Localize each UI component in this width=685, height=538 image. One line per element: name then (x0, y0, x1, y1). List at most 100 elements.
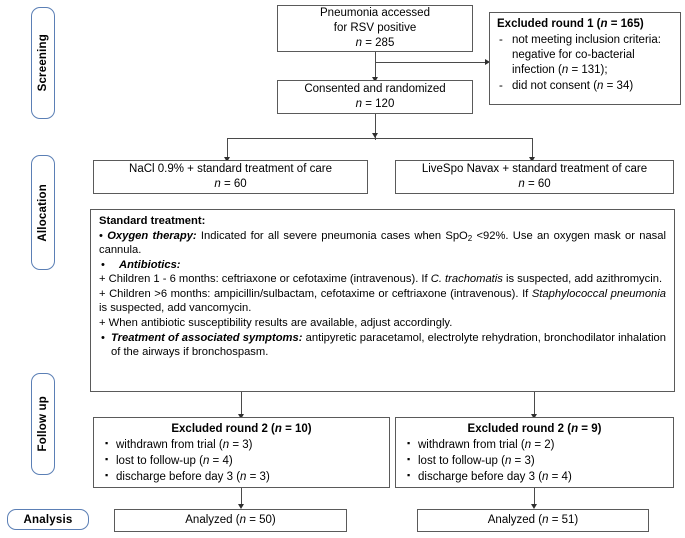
stage-label-analysis-text: Analysis (23, 513, 73, 526)
box-analyzed-treatment: Analyzed (n = 51) (417, 509, 649, 532)
arrow-into-arm-treatment (529, 157, 535, 162)
excluded1-item-0-pre: not meeting inclusion criteria: negative… (512, 34, 661, 77)
arm-control-n-value: = 60 (220, 178, 247, 190)
connector-split-left (227, 138, 228, 160)
standard-treatment-antibiotics-heading: • Antibiotics: (99, 258, 666, 273)
antibiotics-line-2-organism: Staphylococcal pneumonia (531, 287, 666, 300)
connector-assessed-to-randomized (375, 51, 376, 80)
oxygen-subscript: 2 (467, 233, 473, 243)
excluded2-control-title: Excluded round 2 (n = 10) (101, 422, 382, 437)
box-standard-treatment: Standard treatment: • Oxygen therapy: In… (90, 209, 675, 392)
dash-bullet-icon: - (499, 34, 503, 47)
excluded1-item-0-post: = 131); (568, 64, 608, 77)
analyzed-treatment-n: n (542, 513, 549, 526)
excluded2-control-title-pre: Excluded round 2 ( (171, 423, 275, 435)
analyzed-control-text: Analyzed (n = 50) (185, 513, 275, 528)
analyzed-treatment-post: = 51) (548, 513, 579, 526)
arrow-into-randomized (372, 77, 378, 82)
excluded2-treatment-title: Excluded round 2 (n = 9) (403, 422, 666, 437)
excluded1-title-pre: Excluded round 1 ( (497, 18, 601, 30)
antibiotics-line-1-organism: C. trachomatis (430, 273, 503, 286)
excluded2-treatment-item-0-post: = 2) (531, 439, 555, 452)
antibiotics-bullet-icon: • (101, 258, 105, 271)
arm-treatment-n-symbol: n (518, 178, 525, 190)
list-item: ▪withdrawn from trial (n = 3) (101, 438, 382, 453)
arrow-randomized-split (372, 133, 378, 138)
antibiotics-line-2-a: + Children >6 months: ampicillin/sulbact… (99, 287, 532, 300)
assessed-count: n = 285 (356, 36, 395, 51)
excluded2-treatment-item-2-post: = 4) (548, 471, 572, 484)
randomized-n-symbol: n (355, 98, 363, 110)
excluded2-treatment-item-2-pre: discharge before day 3 ( (418, 471, 543, 484)
excluded1-reason-list: -not meeting inclusion criteria: negativ… (497, 33, 673, 94)
arm-treatment-count: n = 60 (518, 177, 550, 192)
analyzed-control-pre: Analyzed ( (185, 513, 240, 526)
arm-control-count: n = 60 (214, 177, 246, 192)
excluded2-treatment-item-1-n: n (504, 455, 512, 468)
excluded2-treatment-item-1-pre: lost to follow-up ( (418, 455, 505, 468)
oxygen-therapy-text-a: Indicated for all severe pneumonia cases… (196, 229, 468, 242)
excluded2-control-item-1-post: = 4) (209, 455, 233, 468)
assessed-line-2: for RSV positive (333, 21, 417, 34)
antibiotics-line-1-b: is suspected, add azithromycin. (502, 273, 663, 286)
connector-excluded2-treatment-to-analyzed (534, 488, 535, 506)
box-consented-and-randomized: Consented and randomized n = 120 (277, 80, 473, 114)
box-arm-treatment: LiveSpo Navax + standard treatment of ca… (395, 160, 674, 194)
box-excluded-round-1: Excluded round 1 (n = 165) -not meeting … (489, 12, 681, 105)
arm-control-n-symbol: n (214, 178, 221, 190)
arrow-into-analyzed-treatment (531, 504, 537, 509)
connector-std-to-excluded2-control (241, 392, 242, 417)
symptoms-label: Treatment of associated symptoms: (111, 331, 303, 344)
assessed-n-value: = 285 (362, 37, 395, 50)
standard-treatment-oxygen: • Oxygen therapy: Indicated for all seve… (99, 229, 666, 258)
excluded2-control-item-0-post: = 3) (229, 439, 253, 452)
square-bullet-icon: ▪ (105, 454, 109, 465)
antibiotics-line-1-a: + Children 1 - 6 months: ceftriaxone or … (99, 273, 431, 286)
excluded2-treatment-title-post: = 9) (578, 423, 602, 435)
excluded1-item-0-n: n (561, 64, 569, 77)
analyzed-treatment-pre: Analyzed ( (487, 513, 543, 526)
antibiotics-line-2-b: is suspected, add vancomycin. (99, 302, 252, 315)
antibiotics-line-3: + When antibiotic susceptibility results… (99, 316, 453, 329)
arrow-into-excluded2-treatment (531, 414, 537, 419)
excluded2-control-item-0-pre: withdrawn from trial ( (116, 439, 223, 452)
excluded2-control-title-n: n (274, 423, 282, 435)
excluded2-treatment-title-pre: Excluded round 2 ( (467, 423, 572, 435)
dash-bullet-icon: - (499, 79, 503, 92)
excluded1-item-1-n: n (597, 79, 604, 92)
randomized-line-1: Consented and randomized (304, 82, 446, 95)
arrow-into-excluded2-control (238, 414, 244, 419)
list-item: ▪lost to follow-up (n = 4) (101, 454, 382, 469)
excluded2-control-title-post: = 10) (281, 423, 312, 435)
randomized-count: n = 120 (356, 97, 395, 112)
excluded2-control-item-1-pre: lost to follow-up ( (116, 455, 203, 468)
excluded2-treatment-title-n: n (571, 423, 579, 435)
antibiotics-line-1: + Children 1 - 6 months: ceftriaxone or … (99, 272, 666, 287)
excluded1-title-post: = 165) (607, 18, 644, 30)
square-bullet-icon: ▪ (105, 470, 109, 481)
excluded1-title-n: n (600, 18, 608, 30)
excluded2-control-item-2-n: n (240, 471, 247, 484)
arrow-into-arm-control (224, 157, 230, 162)
stage-label-analysis: Analysis (7, 509, 89, 530)
list-item: -did not consent (n = 34) (497, 79, 673, 94)
stage-label-allocation-text: Allocation (37, 183, 49, 242)
arm-control-line-1: NaCl 0.9% + standard treatment of care (129, 162, 332, 175)
analyzed-control-post: = 50) (246, 513, 276, 526)
stage-label-allocation: Allocation (31, 155, 55, 270)
box-excluded-round-2-treatment: Excluded round 2 (n = 9) ▪withdrawn from… (395, 417, 674, 488)
excluded2-control-item-2-post: = 3) (246, 471, 270, 484)
square-bullet-icon: ▪ (407, 470, 411, 481)
list-item: ▪withdrawn from trial (n = 2) (403, 438, 666, 453)
stage-label-screening: Screening (31, 7, 55, 119)
list-item: ▪ discharge before day 3 (n = 4) (403, 470, 666, 485)
square-bullet-icon: ▪ (407, 438, 411, 449)
list-item: -not meeting inclusion criteria: negativ… (497, 33, 673, 78)
connector-randomized-stem (375, 114, 376, 140)
assessed-n-symbol: n (355, 37, 363, 50)
symptoms-text: antipyretic paracetamol, electrolyte reh… (111, 331, 666, 359)
connector-excluded2-control-to-analyzed (241, 488, 242, 506)
excluded2-treatment-item-2-n: n (542, 471, 549, 484)
antibiotics-line-2: + Children >6 months: ampicillin/sulbact… (99, 287, 666, 316)
arm-treatment-line-1: LiveSpo Navax + standard treatment of ca… (421, 162, 648, 175)
